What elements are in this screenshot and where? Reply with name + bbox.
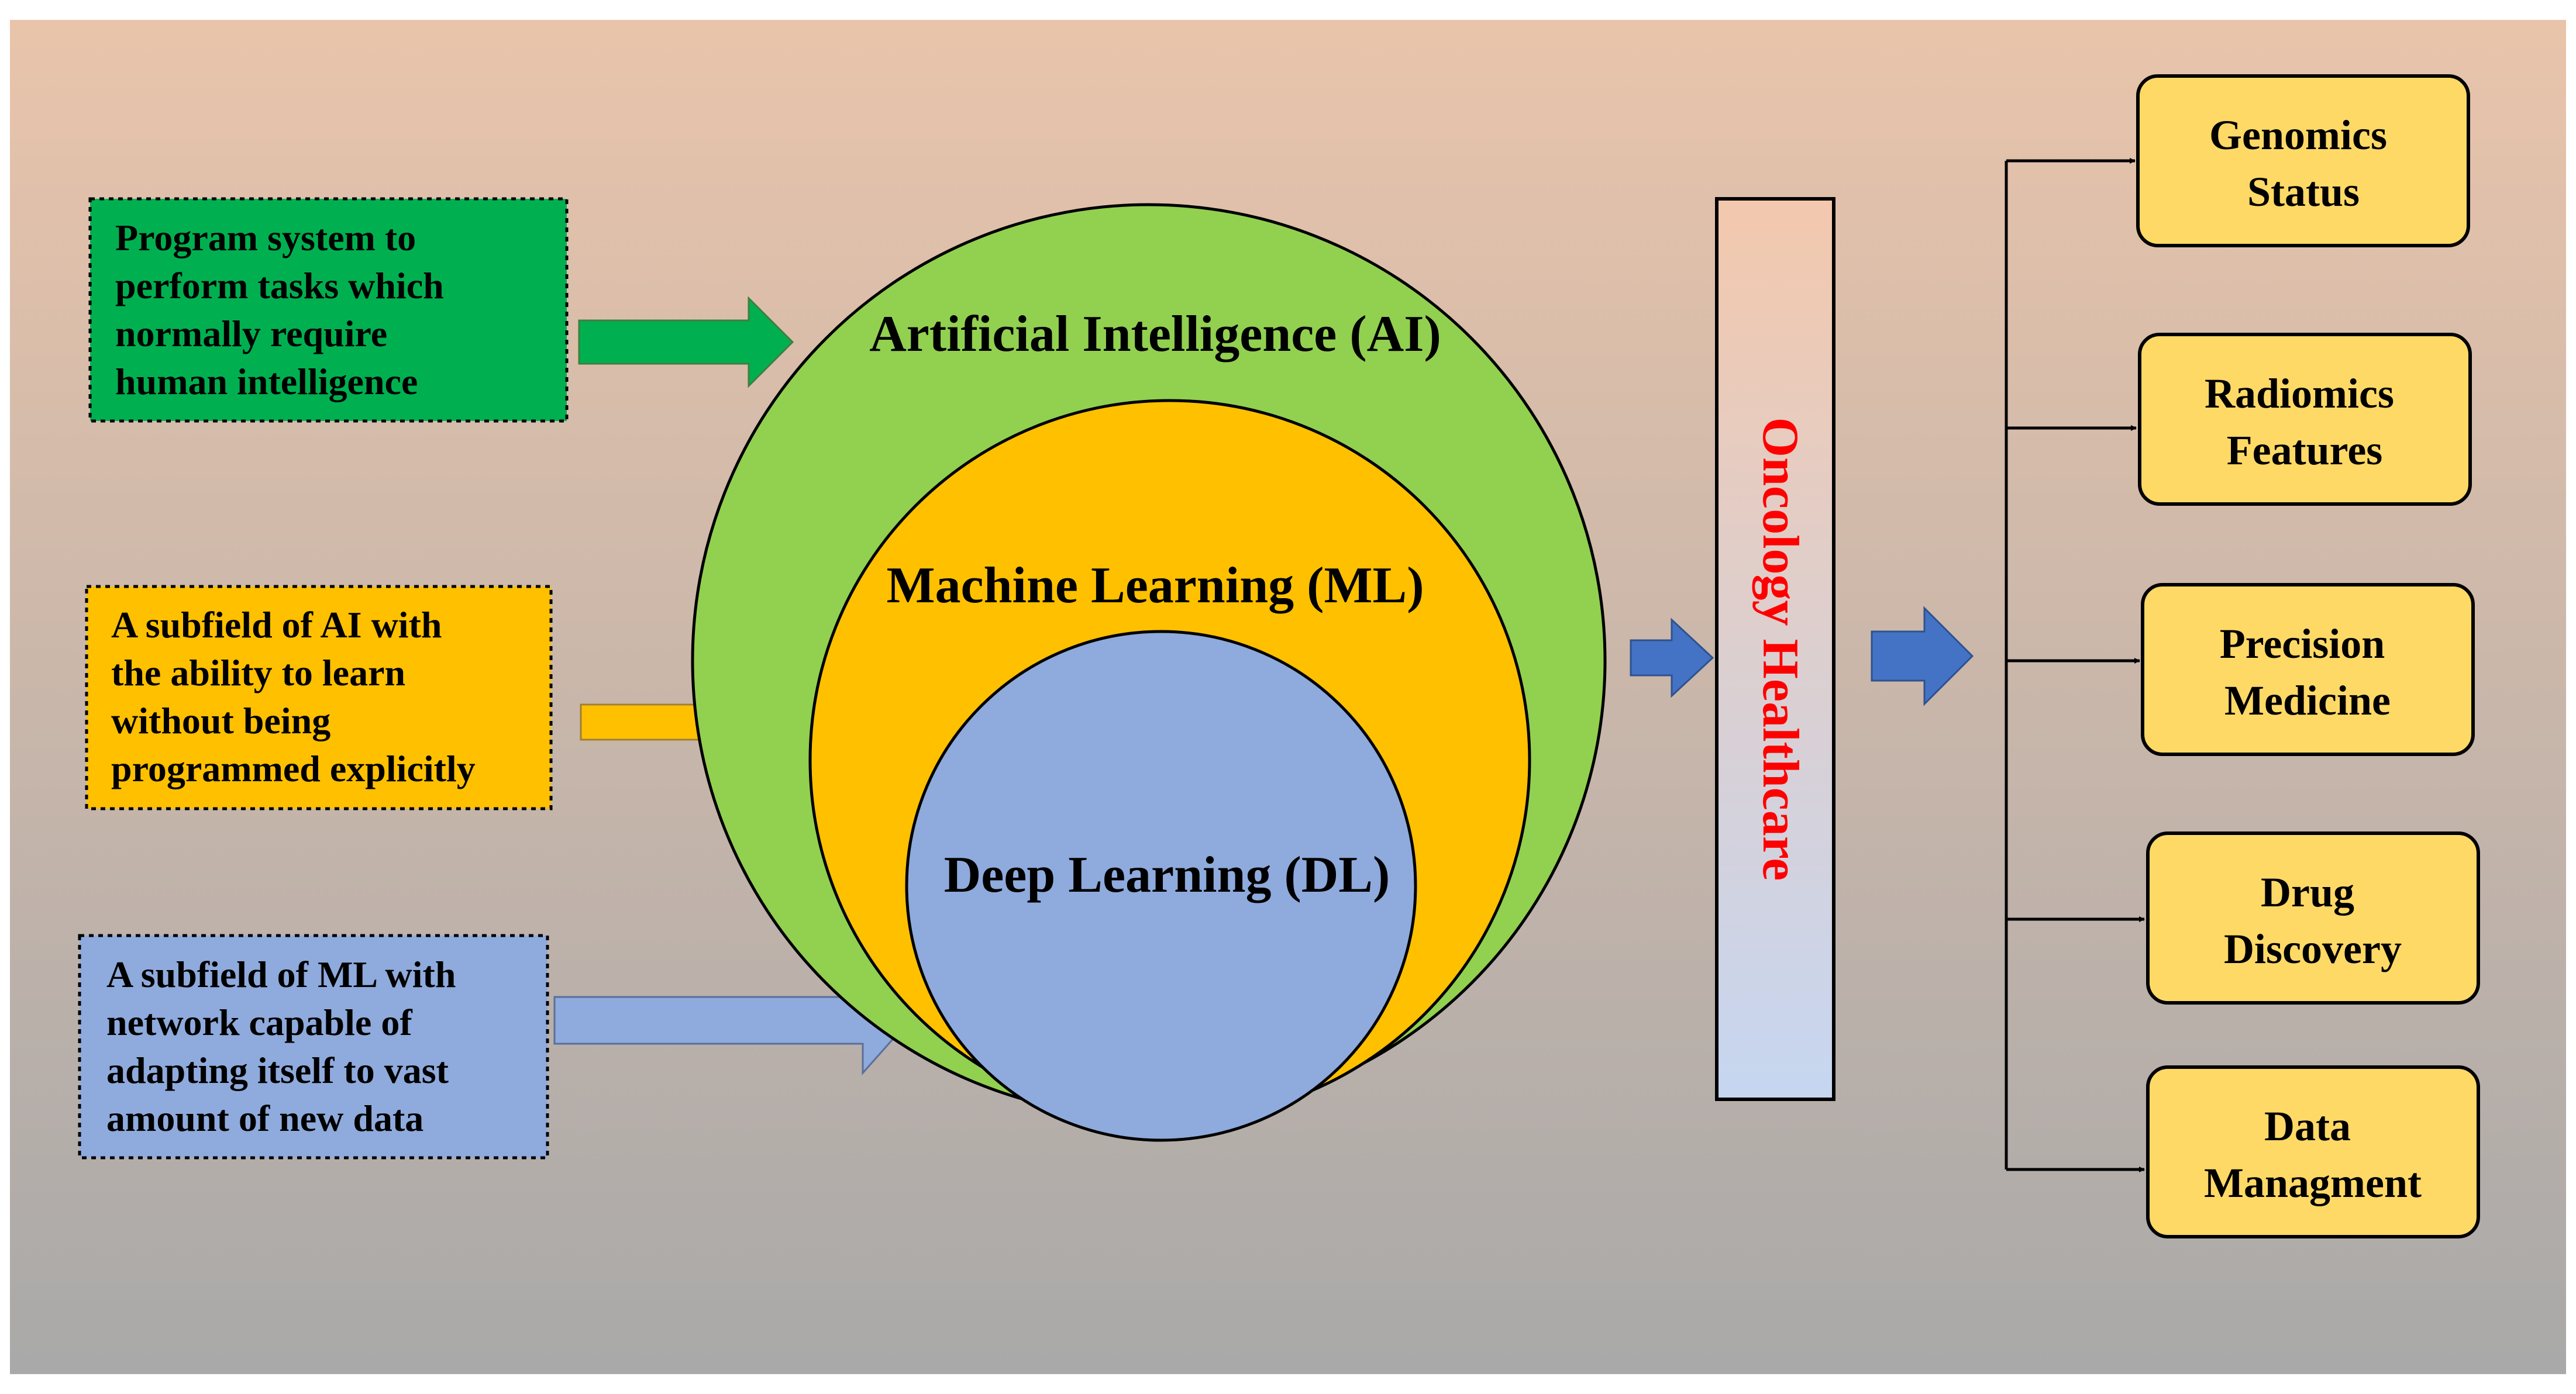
definition-ai-line: human intelligence	[115, 361, 418, 402]
application-radiomics-features: Radiomics Features	[2138, 333, 2472, 506]
application-label-line: Precision	[2220, 620, 2385, 667]
svg-text:Program system to perfor: Program system to perform tasks which no…	[115, 217, 453, 402]
definition-dl-line: amount of new data	[106, 1098, 423, 1139]
application-label-line: Medicine	[2224, 677, 2391, 724]
application-data-managment: Data Managment	[2146, 1065, 2480, 1238]
application-label-line: Data	[2264, 1103, 2351, 1150]
application-genomics-status: Genomics Status	[2136, 74, 2470, 247]
definition-dl-line: network capable of	[106, 1002, 412, 1043]
application-label-line: Managment	[2204, 1160, 2422, 1206]
svg-text:Drug Discovery: Drug Discovery	[2224, 869, 2402, 972]
definition-ai-line: normally require	[115, 313, 387, 354]
svg-text:Genomics Status: Genomics Status	[2209, 112, 2398, 215]
definition-ml-line: without being	[111, 700, 330, 741]
flow-arrow-to-oncology	[1630, 617, 1714, 698]
flow-arrow-from-oncology	[1871, 606, 1974, 706]
definition-ai-line: perform tasks which	[115, 265, 444, 306]
bracket-connector	[2005, 158, 2145, 1172]
definition-ml-line: A subfield of AI with	[111, 604, 442, 646]
svg-text:Data Managment: Data Managment	[2204, 1103, 2422, 1206]
application-precision-medicine: Precision Medicine	[2141, 583, 2475, 756]
definition-dl-line: A subfield of ML with	[106, 954, 456, 995]
application-label-line: Discovery	[2224, 926, 2402, 972]
application-drug-discovery: Drug Discovery	[2146, 831, 2480, 1005]
definition-ml-line: programmed explicitly	[111, 748, 476, 789]
ml-circle-label: Machine Learning (ML)	[886, 557, 1424, 614]
application-label-line: Radiomics	[2205, 370, 2394, 417]
definition-box-ml: A subfield of AI with the ability to lea…	[85, 585, 553, 810]
application-label-line: Features	[2227, 427, 2383, 474]
oncology-label: Oncology Healthcare	[1752, 417, 1809, 881]
oncology-bar	[1715, 197, 1835, 1101]
ai-circle-label: Artificial Intelligence (AI)	[869, 306, 1441, 363]
dl-circle	[905, 630, 1417, 1142]
definition-dl-line: adapting itself to vast	[106, 1050, 449, 1091]
definition-arrow-ai	[578, 296, 794, 388]
dl-circle-label: Deep Learning (DL)	[944, 847, 1390, 903]
svg-text:Radiomics Features: Radiomics Features	[2205, 370, 2405, 474]
definition-box-ai: Program system to perform tasks which no…	[88, 197, 569, 423]
application-label-line: Genomics	[2209, 112, 2387, 158]
definition-ai-line: Program system to	[115, 217, 416, 258]
definition-ml-line: the ability to learn	[111, 652, 405, 693]
application-label-line: Drug	[2261, 869, 2354, 916]
svg-text:Precision Medicine: Precision Medicine	[2220, 620, 2396, 724]
definition-box-dl: A subfield of ML with network capable of…	[78, 934, 549, 1160]
svg-text:A subfield of AI with th: A subfield of AI with the ability to lea…	[111, 604, 476, 789]
svg-text:A subfield of ML with ne: A subfield of ML with network capable of…	[106, 954, 465, 1139]
application-label-line: Status	[2247, 168, 2360, 215]
